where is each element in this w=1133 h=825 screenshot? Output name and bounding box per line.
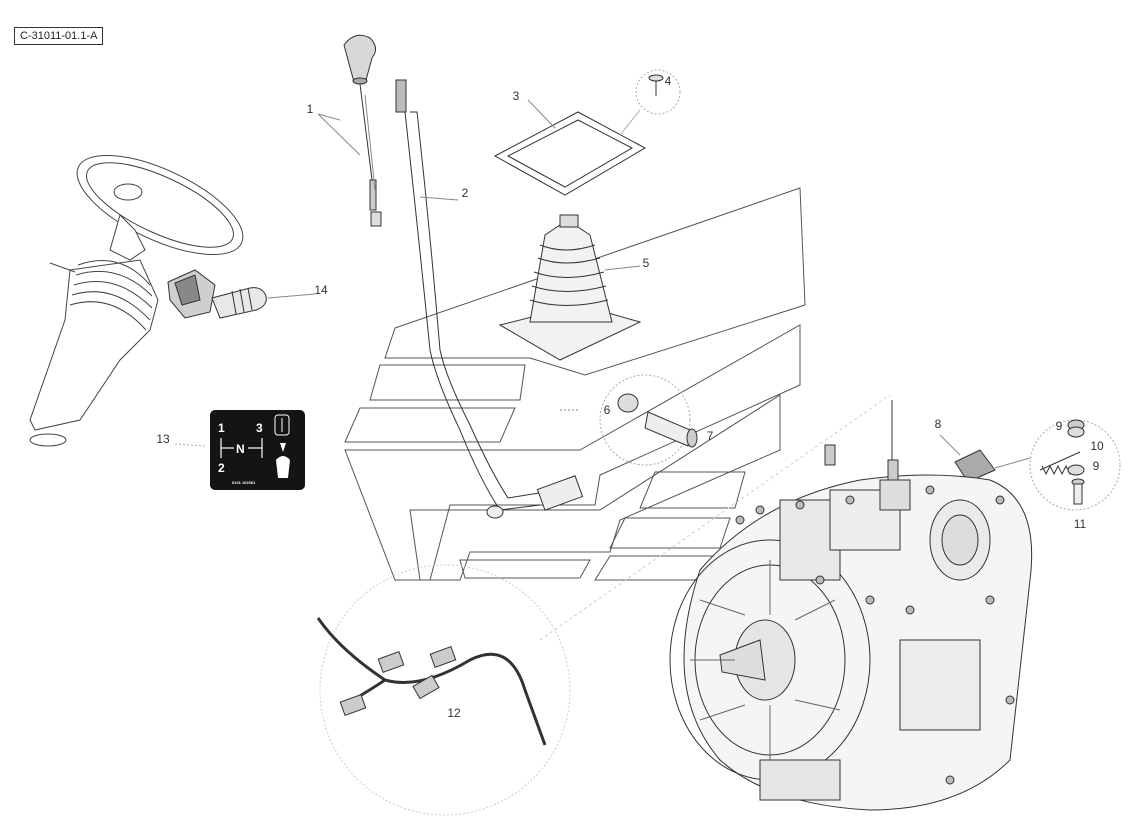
callout-12: 12	[447, 706, 461, 720]
part-13-shift-pattern-decal: 1 3 N 2 6101 102361	[174, 410, 305, 490]
decal-knob-icon	[276, 443, 290, 478]
part-2-lever	[395, 79, 584, 519]
callout-11: 11	[1074, 517, 1087, 531]
callout-10: 10	[1090, 439, 1104, 453]
callout-14: 14	[314, 283, 328, 297]
callout-1: 1	[307, 102, 314, 116]
callout-3: 3	[513, 89, 520, 103]
decal-gear-icon	[274, 414, 290, 436]
reference-code: C-31011-01.1-A	[14, 27, 104, 45]
gate-pattern-outline	[344, 187, 806, 581]
callout-5: 5	[643, 256, 650, 270]
callout-7: 7	[707, 429, 714, 443]
part-3-gasket	[493, 99, 647, 196]
decal-part-number: 6101 102361	[232, 480, 256, 485]
callout-4: 4	[665, 74, 672, 88]
part-4-screw	[619, 69, 681, 136]
decal-position-1: 1	[218, 421, 225, 435]
callout-9: 9	[1093, 459, 1100, 473]
decal-position-2: 2	[218, 461, 225, 475]
callout-8: 8	[935, 417, 942, 431]
callout-13: 13	[156, 432, 170, 446]
part-6-7-bushing-pin	[560, 374, 698, 466]
callout-6: 6	[604, 403, 611, 417]
part-8-bracket	[939, 434, 1031, 483]
callout-2: 2	[462, 186, 469, 200]
part-9-10-11-spring-bolt	[1029, 419, 1121, 511]
part-14-switch	[167, 269, 316, 319]
callout-9: 9	[1056, 419, 1063, 433]
transmission-assembly	[669, 400, 1033, 811]
decal-position-3: 3	[256, 421, 263, 435]
decal-neutral-n: N	[236, 442, 245, 456]
part-5-boot	[498, 214, 642, 361]
part-1-shift-knob	[317, 34, 382, 227]
steering-column	[29, 154, 244, 447]
part-12-wiring-harness	[316, 394, 891, 816]
